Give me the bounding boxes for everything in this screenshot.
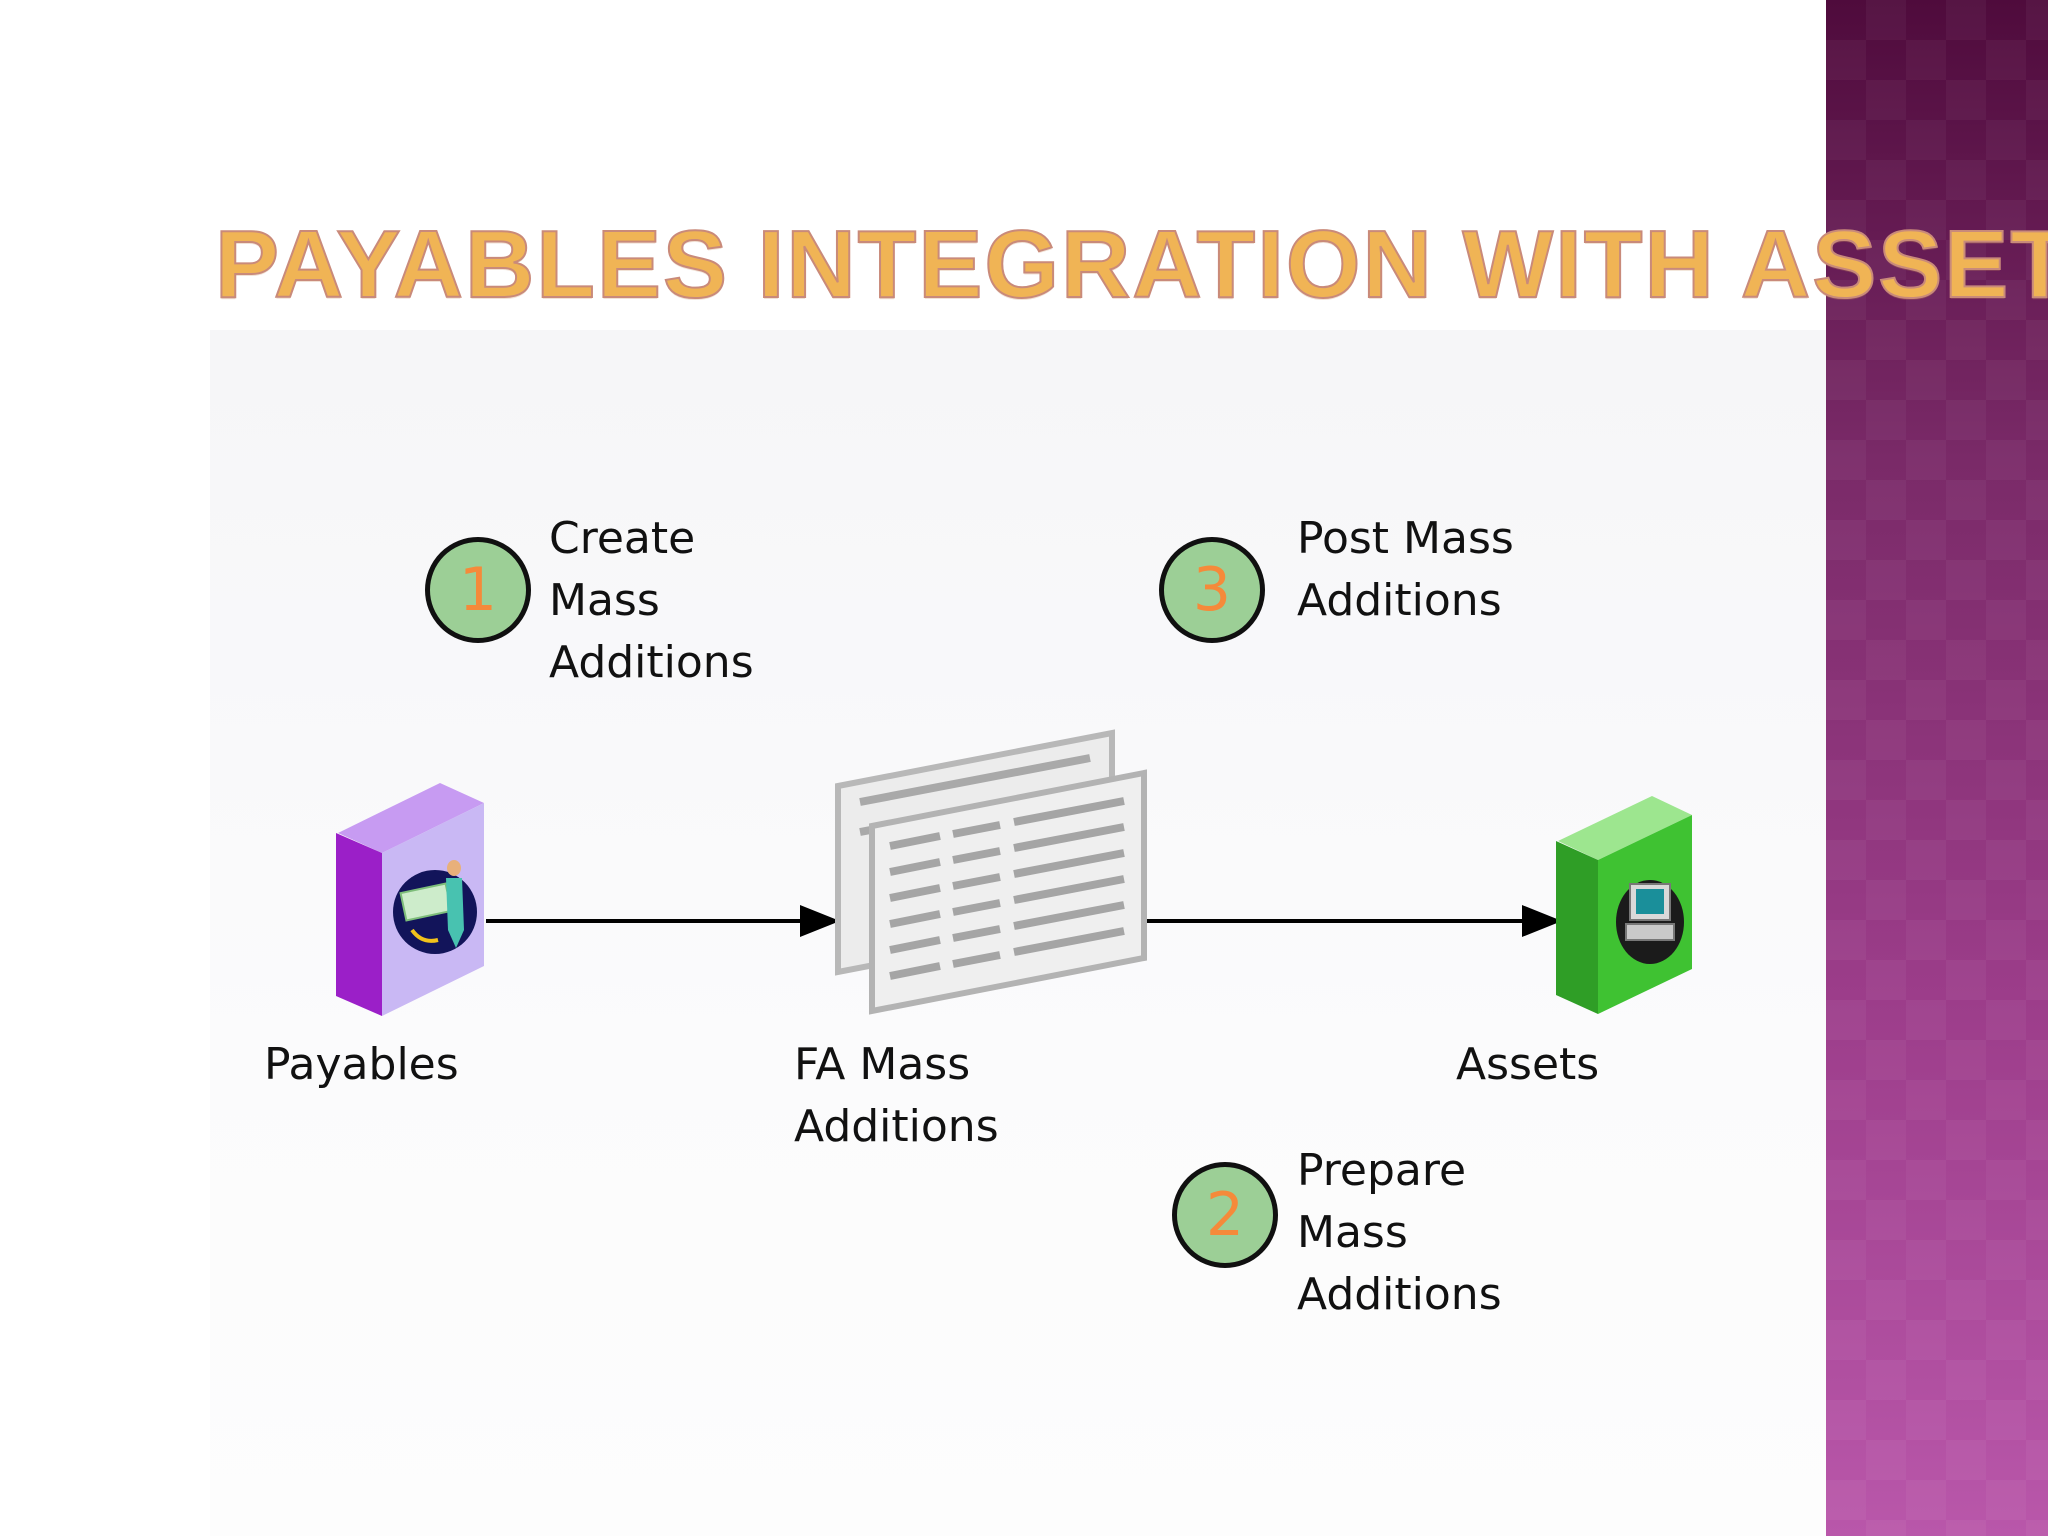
assets-label: Assets (1456, 1039, 1600, 1090)
mass-additions-label: FA Mass Additions (794, 1039, 999, 1152)
step-1-label: Create Mass Additions (549, 513, 754, 688)
payables-application-icon (336, 783, 484, 1016)
slide-title: PAYABLES INTEGRATION WITH ASSETS (214, 210, 2048, 319)
step-3-number-badge: 3 (1159, 537, 1265, 643)
payables-label: Payables (264, 1039, 459, 1090)
step-2-number-badge: 2 (1172, 1162, 1278, 1268)
decorative-side-band (1826, 0, 2048, 1536)
step-3-label: Post Mass Additions (1297, 513, 1514, 626)
mass-additions-document-icon (835, 729, 1147, 1015)
step-2-label: Prepare Mass Additions (1297, 1145, 1502, 1320)
step-1-number-badge: 1 (425, 537, 531, 643)
assets-application-icon (1556, 796, 1692, 1014)
